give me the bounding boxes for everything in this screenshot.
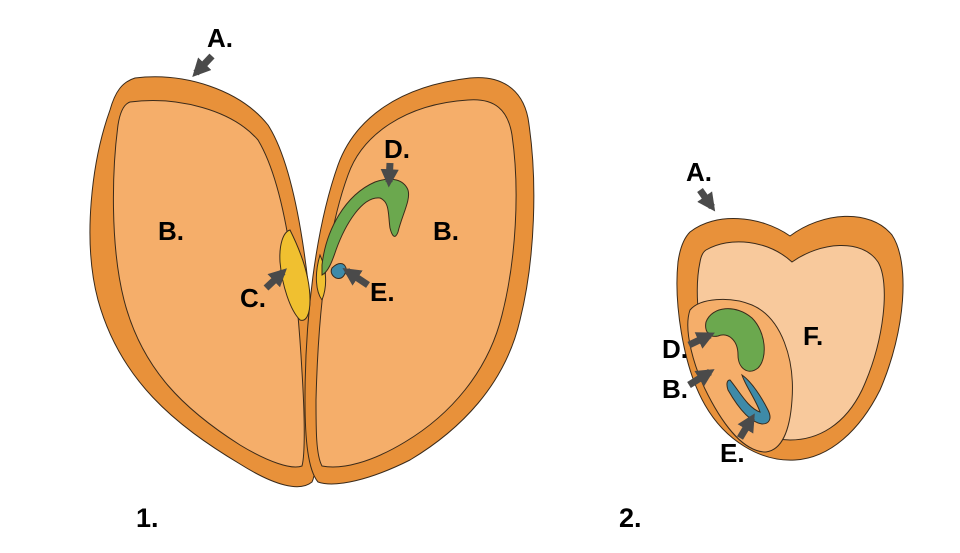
radicle [726,373,771,425]
label-a: A. [686,157,712,187]
arrow-d1 [380,162,399,188]
figure-number-2: 2. [619,503,642,533]
label-e: E. [720,438,745,468]
label-d: D. [662,334,688,364]
arrow-e2 [736,413,756,440]
label-b: B. [662,374,688,404]
figure-1-dicot-seed: A. B. B. C. D. E. 1. [89,23,535,533]
label-e: E. [370,277,395,307]
label-b-left: B. [158,216,184,246]
arrow-a2 [697,187,716,212]
label-f: F. [803,321,823,351]
arrow-e1 [342,267,370,288]
arrow-b2 [687,369,715,388]
cotyledon-left [112,100,305,468]
label-c: C. [240,283,266,313]
label-d: D. [384,134,410,164]
label-a: A. [207,23,233,53]
figure-2-monocot-seed: A. D. B. E. F. 2. [619,157,904,533]
plumule [705,308,765,372]
arrow-c [263,268,287,291]
plumule [321,178,410,276]
label-b-right: B. [433,216,459,246]
hypocotyl [279,229,311,321]
arrow-d2 [687,331,715,349]
figure-number-1: 1. [136,503,159,533]
arrow-a1 [192,53,215,77]
